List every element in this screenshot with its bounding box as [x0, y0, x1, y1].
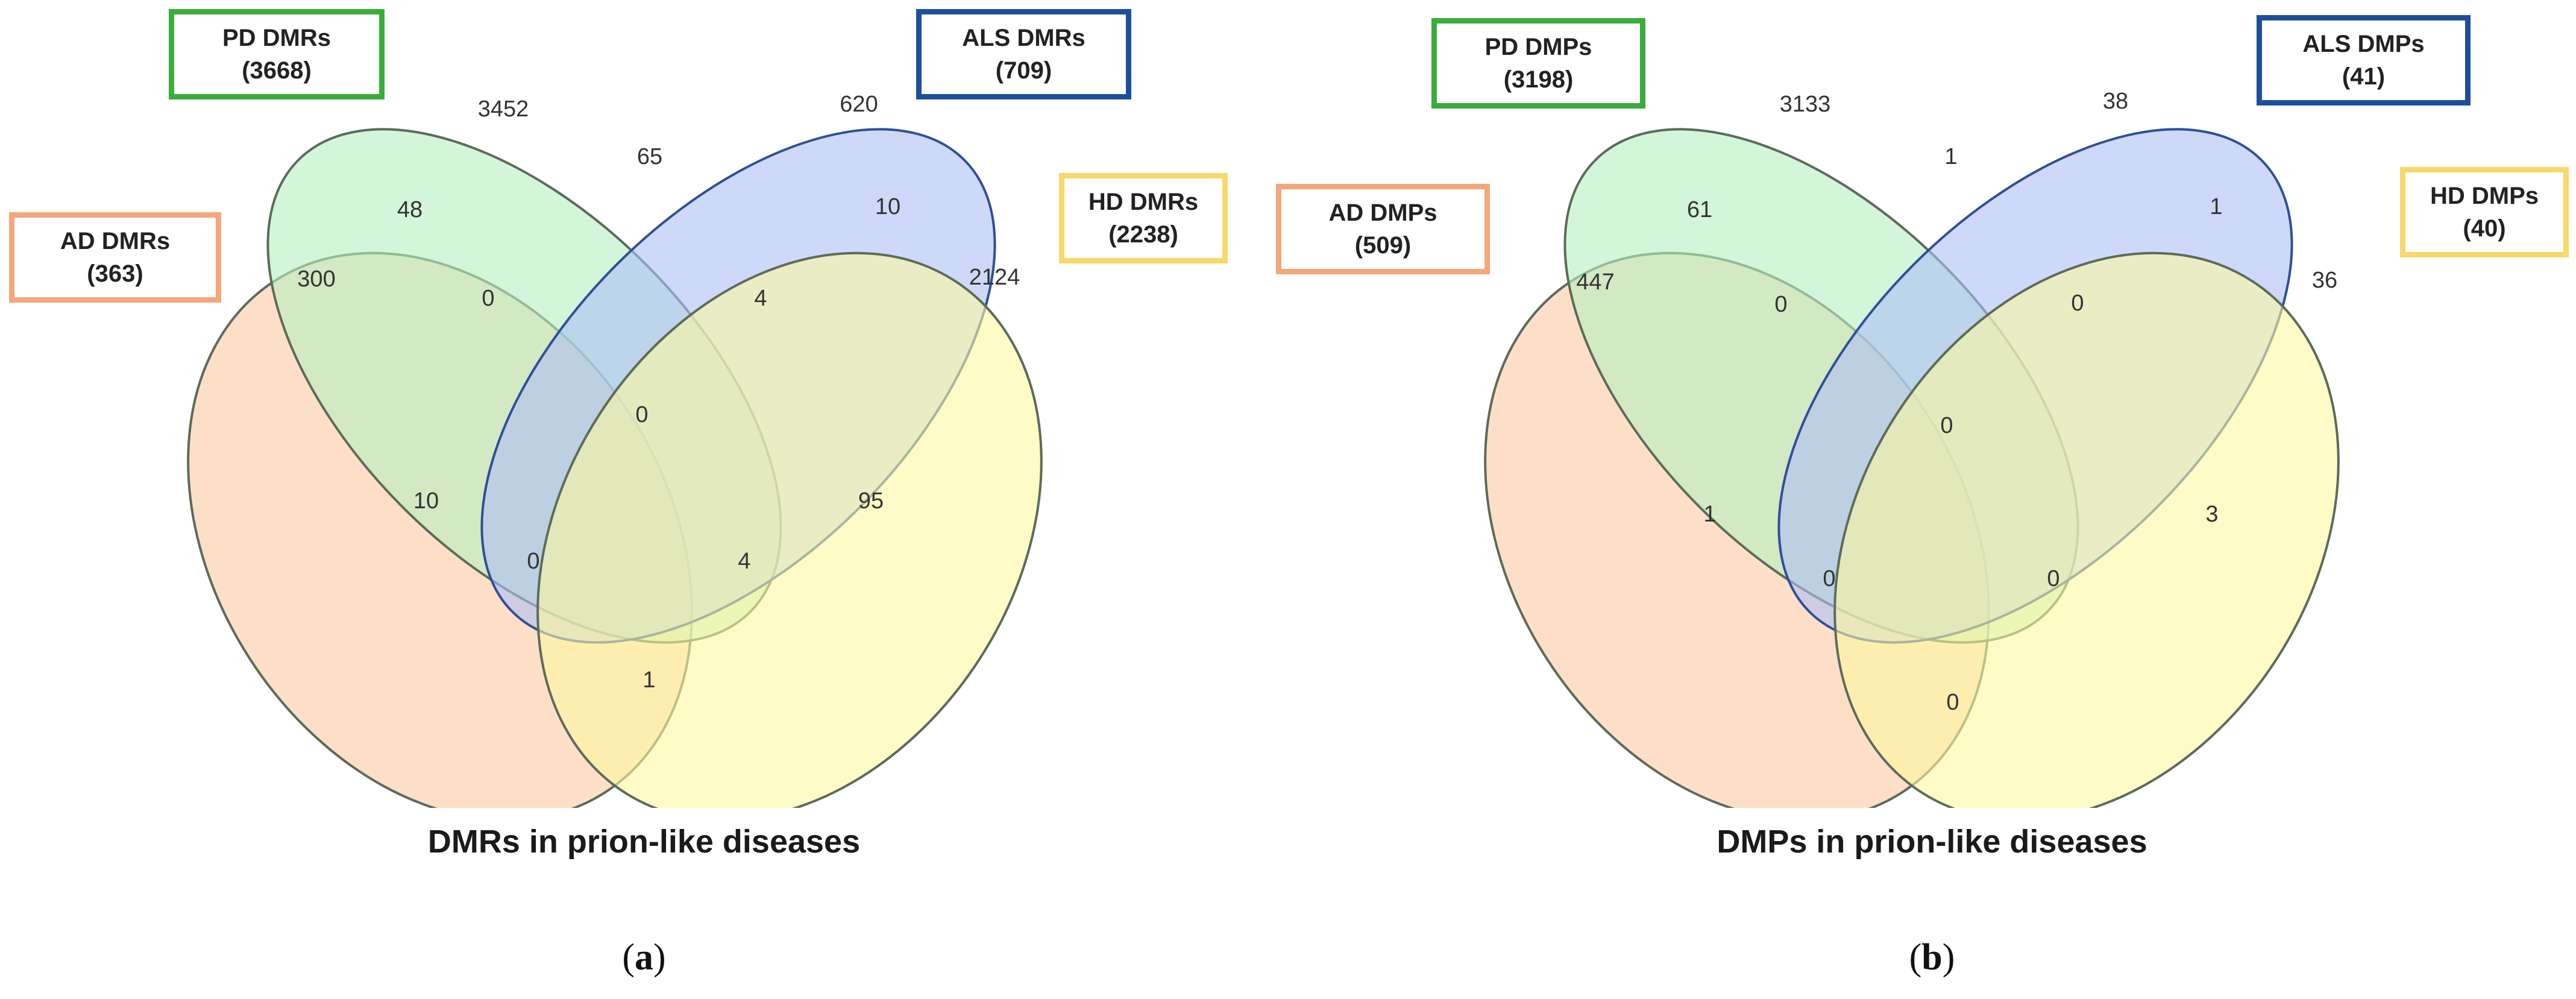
hd-ellipse	[536, 251, 1043, 808]
als-set-total: (41)	[2342, 63, 2386, 90]
count-ad-pd-als: 0	[1774, 292, 1787, 317]
hd-set-name: HD DMPs	[2430, 183, 2539, 209]
als-set-name: ALS DMRs	[962, 25, 1085, 51]
hd-set-total: (40)	[2463, 215, 2506, 242]
venn-panel-a: 300 3452 620 2124 48 65 10 10 95 1 0 4 0…	[9, 9, 1228, 978]
count-pd-als: 65	[637, 144, 662, 169]
count-ad-hd: 0	[1946, 690, 1959, 715]
count-ad-pd-hd: 4	[738, 549, 750, 574]
panel-a-letter: (a)	[622, 937, 666, 978]
hd-set-total: (2238)	[1108, 221, 1178, 248]
pd-set-total: (3198)	[1503, 66, 1574, 93]
pd-set-name: PD DMPs	[1484, 34, 1592, 60]
venn-diagram-b: 447 3133 38 36 61 1 1 1 3 0 0 0 0 0 0	[1484, 89, 2340, 808]
count-pd-als-hd: 4	[754, 286, 767, 311]
panel-b-letter-text: b	[1921, 937, 1943, 978]
count-ad-only: 447	[1576, 269, 1614, 295]
hd-set-label: HD DMPs (40)	[2400, 167, 2569, 257]
venn-ellipses	[1484, 128, 2340, 808]
ad-set-total: (363)	[87, 260, 143, 287]
count-pd-als: 1	[1944, 144, 1957, 169]
count-ad-pd: 61	[1687, 197, 1712, 222]
pd-set-total: (3668)	[242, 57, 312, 84]
count-all-four: 0	[1940, 413, 1953, 438]
ad-set-name: AD DMPs	[1328, 200, 1437, 226]
count-ad-als: 10	[413, 488, 439, 514]
venn-ellipses	[187, 128, 1043, 808]
count-hd-only: 2124	[969, 265, 1020, 290]
panel-b-letter: (b)	[1909, 937, 1955, 978]
als-set-label: ALS DMRs (709)	[916, 9, 1131, 99]
hd-ellipse	[1833, 251, 2340, 808]
count-als-hd: 1	[2210, 194, 2222, 219]
count-ad-hd: 1	[642, 667, 655, 693]
ad-set-name: AD DMRs	[60, 228, 171, 254]
panel-a-subtitle: DMRs in prion-like diseases	[427, 824, 861, 860]
count-all-four: 0	[635, 402, 648, 427]
count-pd-hd: 3	[2205, 502, 2218, 527]
count-ad-als: 1	[1703, 502, 1716, 527]
count-ad-pd: 48	[397, 197, 423, 222]
count-ad-als-hd: 0	[1823, 566, 1835, 591]
venn-diagram-a: 300 3452 620 2124 48 65 10 10 95 1 0 4 0…	[187, 92, 1043, 808]
count-als-only: 620	[840, 92, 878, 117]
count-ad-pd-als: 0	[482, 286, 494, 311]
hd-set-name: HD DMRs	[1088, 189, 1199, 215]
panel-b-subtitle: DMPs in prion-like diseases	[1717, 824, 2147, 860]
count-pd-only: 3133	[1780, 92, 1831, 117]
ad-set-label: AD DMRs (363)	[9, 212, 221, 303]
count-pd-hd: 95	[858, 488, 884, 514]
count-ad-als-hd: 0	[527, 549, 539, 574]
venn-panel-b: 447 3133 38 36 61 1 1 1 3 0 0 0 0 0 0 PD…	[1276, 0, 2576, 999]
count-als-only: 38	[2103, 89, 2128, 114]
count-hd-only: 36	[2312, 268, 2337, 293]
pd-set-name: PD DMRs	[222, 25, 331, 51]
ad-set-label: AD DMPs (509)	[1276, 184, 1490, 274]
count-als-hd: 10	[875, 194, 900, 219]
count-pd-als-hd: 0	[2071, 291, 2084, 316]
als-set-name: ALS DMPs	[2302, 31, 2425, 57]
als-set-total: (709)	[995, 57, 1052, 84]
pd-set-label: PD DMPs (3198)	[1431, 18, 1645, 109]
panel-a-letter-text: a	[635, 937, 653, 978]
ad-set-total: (509)	[1354, 232, 1412, 259]
count-pd-only: 3452	[478, 96, 529, 122]
als-set-label: ALS DMPs (41)	[2257, 15, 2471, 106]
count-ad-pd-hd: 0	[2047, 566, 2059, 591]
count-ad-only: 300	[297, 266, 335, 292]
pd-set-label: PD DMRs (3668)	[169, 9, 385, 99]
hd-set-label: HD DMRs (2238)	[1059, 173, 1228, 263]
